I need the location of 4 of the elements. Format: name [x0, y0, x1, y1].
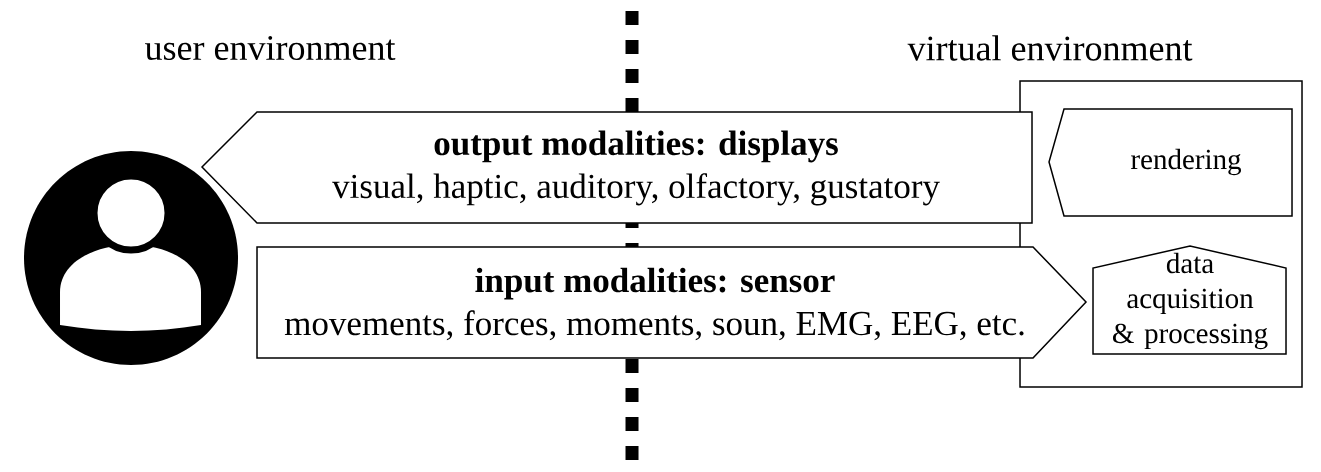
node-label: virtual environment	[907, 35, 1193, 61]
person-icon	[24, 151, 238, 365]
pentagon-box: rendering	[1048, 108, 1293, 217]
region-label: user environment	[145, 35, 396, 61]
